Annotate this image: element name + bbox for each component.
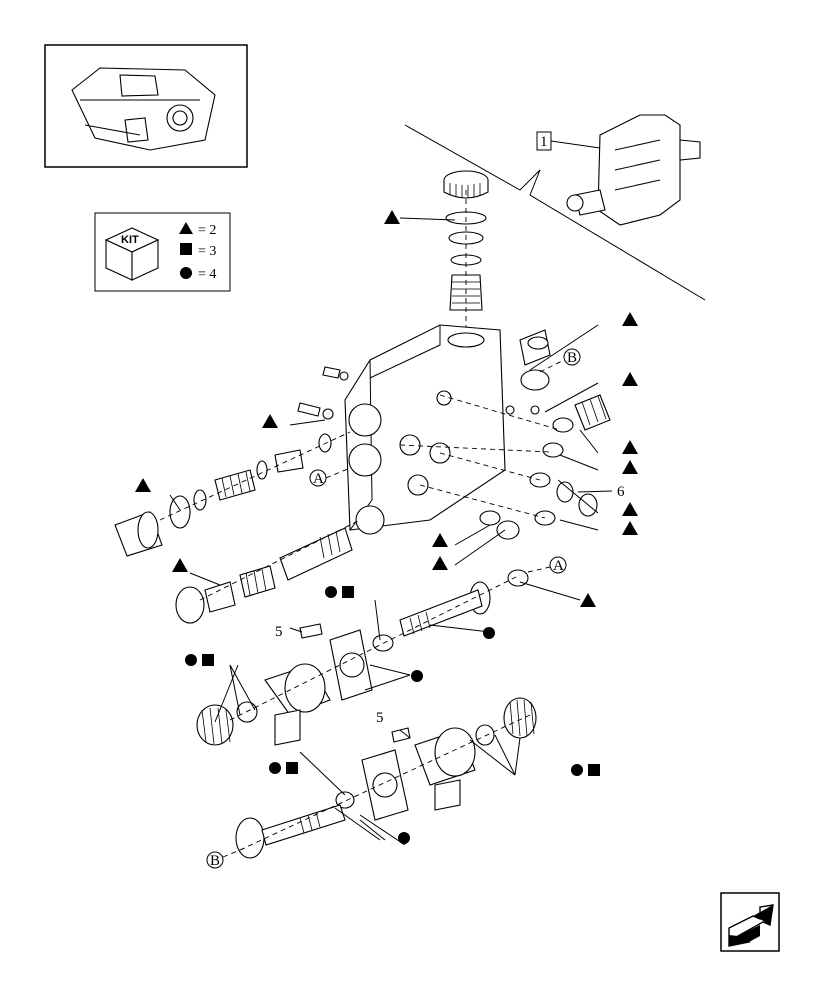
square-callouts <box>202 586 600 776</box>
triangle-callout-icon <box>622 521 638 535</box>
triangle-callout-icon <box>172 558 188 572</box>
assembly-reference: 1 <box>536 114 701 226</box>
right-fittings <box>399 329 611 540</box>
square-callout-icon <box>286 762 298 774</box>
circle-symbol-icon <box>180 267 192 279</box>
circle-callout-icon <box>571 764 583 776</box>
kit-row-circle-text: = 4 <box>198 267 216 282</box>
triangle-callouts <box>135 210 638 607</box>
kit-label: KIT <box>121 234 139 246</box>
triangle-callout-icon <box>432 556 448 570</box>
reference-b-top: B <box>539 348 581 373</box>
top-knob-stack <box>443 170 489 330</box>
middle-shaft <box>196 569 529 746</box>
valve-body <box>344 324 506 535</box>
triangle-callout-icon <box>135 478 151 492</box>
circle-callout-icon <box>185 654 197 666</box>
square-callout-icon <box>342 586 354 598</box>
triangle-callout-icon <box>622 440 638 454</box>
triangle-callout-icon <box>262 414 278 428</box>
lower-spool-assembly <box>175 519 361 624</box>
ref-a-label-2: A <box>553 558 564 574</box>
reference-a-bottom: A <box>527 556 567 574</box>
circle-callout-icon <box>483 627 495 639</box>
triangle-callout-icon <box>432 533 448 547</box>
part-number-5-lower: 5 <box>376 710 384 726</box>
kit-legend: KIT = 2 = 3 = 4 <box>94 212 231 292</box>
kit-row-triangle-text: = 2 <box>198 223 216 238</box>
square-callout-icon <box>588 764 600 776</box>
circle-callout-icon <box>269 762 281 774</box>
square-callout-icon <box>202 654 214 666</box>
left-upper-screws <box>289 366 349 426</box>
triangle-symbol-icon <box>179 222 193 234</box>
ref-b-label-1: B <box>567 350 577 366</box>
lower-assembly <box>235 697 537 859</box>
assembly-separator-line <box>404 124 706 301</box>
triangle-callout-icon <box>622 372 638 386</box>
reference-a-top: A <box>309 467 351 487</box>
triangle-callout-icon <box>622 312 638 326</box>
ref-assembly-number: 1 <box>540 134 548 150</box>
circle-callout-icon <box>398 832 410 844</box>
circle-callout-icon <box>411 670 423 682</box>
ref-b-label-2: B <box>210 853 220 869</box>
next-page-arrow-icon[interactable] <box>720 892 780 952</box>
reference-b-bottom: B <box>206 847 246 869</box>
square-symbol-icon <box>180 243 192 255</box>
leader-lines <box>169 217 599 846</box>
part-number-6: 6 <box>617 484 625 500</box>
circle-callout-icon <box>325 586 337 598</box>
kit-row-square-text: = 3 <box>198 244 216 259</box>
triangle-callout-icon <box>384 210 400 224</box>
triangle-callout-icon <box>580 593 596 607</box>
triangle-callout-icon <box>622 460 638 474</box>
triangle-callout-icon <box>622 502 638 516</box>
ref-a-label-1: A <box>313 471 324 487</box>
circle-callouts <box>185 586 583 844</box>
upper-spool-assembly <box>114 431 351 557</box>
locator-thumbnail <box>44 44 248 168</box>
part-number-5-upper: 5 <box>275 624 283 640</box>
